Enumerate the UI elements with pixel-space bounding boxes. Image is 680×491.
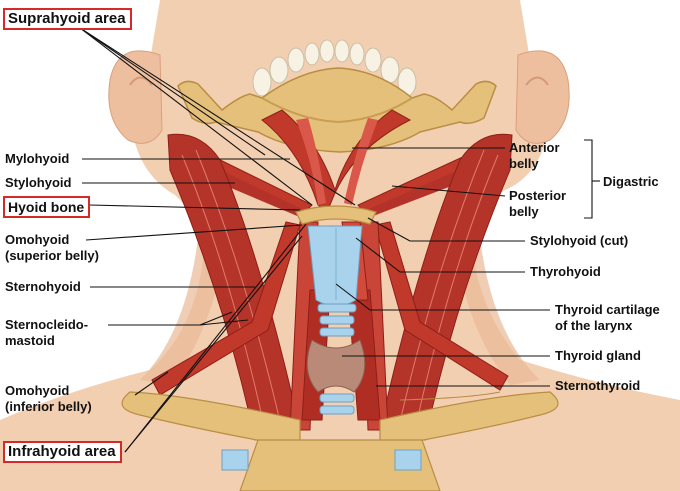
label-omohyoid-superior: Omohyoid(superior belly) (5, 232, 99, 263)
label-infrahyoid-area: Infrahyoid area (3, 441, 122, 463)
label-mylohyoid: Mylohyoid (5, 151, 70, 166)
label-stylohyoid-cut: Stylohyoid (cut) (530, 233, 629, 248)
hyoid (295, 205, 377, 225)
label-sternothyroid: Sternothyroid (555, 378, 641, 393)
label-hyoid-bone: Hyoid bone (3, 196, 91, 218)
label-thyroid-gland: Thyroid gland (555, 348, 641, 363)
clavicles-and-sternum (121, 391, 559, 491)
label-digastric: Digastric (603, 174, 659, 189)
label-sternohyoid: Sternohyoid (5, 279, 81, 294)
label-sternocleidomastoid: Sternocleido-mastoid (5, 317, 89, 348)
larynx-and-trachea (306, 225, 366, 415)
leader-lines (79, 27, 600, 453)
lower-teeth (252, 39, 417, 97)
label-omohyoid-inferior: Omohyoid(inferior belly) (5, 383, 92, 414)
label-suprahyoid-area: Suprahyoid area (3, 8, 132, 30)
label-stylohyoid: Stylohyoid (5, 175, 72, 190)
label-thyrohyoid: Thyrohyoid (530, 264, 601, 279)
